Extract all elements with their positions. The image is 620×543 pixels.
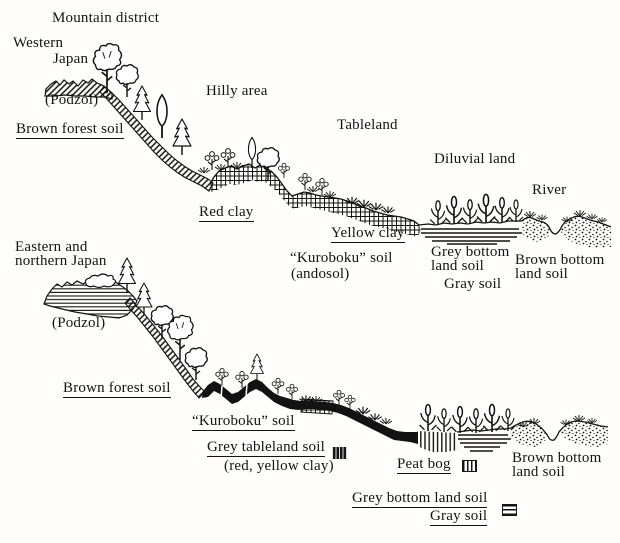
grass-icon xyxy=(596,216,608,223)
label-hilly-area: Hilly area xyxy=(206,83,268,99)
flower-plant-icon xyxy=(344,394,356,410)
reed-icon xyxy=(467,408,485,434)
label-kuroboku-top-line2: (andosol) xyxy=(291,266,350,282)
bottom-vegetation xyxy=(117,257,598,434)
label-mountain-district: Mountain district xyxy=(52,10,160,26)
river-bank-speckle-left xyxy=(511,421,547,447)
grass-icon xyxy=(586,213,598,220)
label-brown-forest-soil-bottom: Brown forest soil xyxy=(63,380,171,398)
flower-plant-icon xyxy=(220,148,236,168)
label-brown-bottom-bottom-line2: land soil xyxy=(512,464,566,480)
reed-icon xyxy=(461,199,479,225)
peat-bog-swatch-icon xyxy=(462,460,477,472)
label-kuroboku-bottom: “Kuroboku” soil xyxy=(192,413,295,431)
label-diluvial-land: Diluvial land xyxy=(434,151,516,167)
label-eastern-northern-line2: northern Japan xyxy=(15,253,107,269)
grey-bottom-land-lines xyxy=(421,228,522,245)
reed-icon xyxy=(418,403,438,432)
reed-icon xyxy=(493,196,511,224)
clay-band-checkered xyxy=(210,164,421,237)
label-kuroboku-top-line1: “Kuroboku” soil xyxy=(290,250,393,266)
flower-plant-icon xyxy=(333,389,345,406)
seedling-icon xyxy=(380,205,396,214)
hillside-slope-hatched xyxy=(99,85,214,192)
label-yellow-clay: Yellow clay xyxy=(331,225,405,243)
kuroboku-black-band xyxy=(202,379,418,444)
top-vegetation xyxy=(92,42,608,226)
gray-soil-swatch-icon xyxy=(502,504,517,516)
label-red-yellow-clay: (red, yellow clay) xyxy=(224,458,334,474)
pine-tree-icon xyxy=(172,118,192,156)
seedling-icon xyxy=(379,417,393,425)
label-peat-bog: Peat bog xyxy=(397,456,451,474)
grass-icon xyxy=(197,166,211,174)
bottom-terrain xyxy=(43,257,609,452)
reed-icon xyxy=(444,195,464,225)
reed-icon xyxy=(429,200,447,226)
label-red-clay: Red clay xyxy=(199,204,254,222)
mountain-ridge-lined xyxy=(43,278,138,319)
label-eastern-northern-line1: Eastern and xyxy=(15,239,88,255)
grass-icon xyxy=(523,210,537,218)
cypress-tree-icon xyxy=(247,136,257,169)
grass-icon xyxy=(536,214,548,221)
grey-bottom-land-lines xyxy=(458,434,511,452)
label-brown-bottom-bottom-line1: Brown bottom xyxy=(512,450,602,466)
grass-icon xyxy=(573,209,587,217)
clay-band-topline xyxy=(209,163,420,226)
label-podzol-top: (Podzol) xyxy=(45,92,99,108)
river-bank-speckle-left xyxy=(521,217,550,242)
flower-plant-icon xyxy=(278,162,290,179)
reed-icon xyxy=(435,408,453,433)
river-bank-speckle-right xyxy=(561,216,611,248)
label-brown-forest-soil-top: Brown forest soil xyxy=(16,121,124,139)
reed-icon xyxy=(482,403,502,433)
river-bank-speckle-right xyxy=(559,421,608,447)
flower-plant-icon xyxy=(286,383,298,400)
label-grey-bottom-top-line1: Grey bottom xyxy=(431,244,510,260)
label-brown-bottom-top-line1: Brown bottom xyxy=(515,252,605,268)
round-tree-icon xyxy=(115,64,139,98)
flower-plant-icon xyxy=(204,151,220,171)
hillside-slope-hatched xyxy=(124,297,206,399)
reed-icon xyxy=(500,408,516,432)
label-river: River xyxy=(532,182,567,198)
pine-tree-icon xyxy=(132,85,152,121)
label-gray-soil-bottom: Gray soil xyxy=(430,508,488,526)
label-western-japan-line1: Western xyxy=(13,35,64,51)
label-gray-soil-top: Gray soil xyxy=(444,276,502,292)
top-terrain xyxy=(44,42,612,248)
reed-icon xyxy=(450,405,470,434)
grey-tableland-soil-swatch-icon xyxy=(332,447,347,459)
flower-plant-icon xyxy=(271,377,285,395)
flower-plant-icon xyxy=(215,367,229,386)
kuroboku-white-ticks xyxy=(220,383,248,400)
label-grey-tableland-soil: Grey tableland soil xyxy=(207,439,325,457)
label-grey-bottom-land-soil: Grey bottom land soil xyxy=(352,490,488,508)
sparse-pine-icon xyxy=(249,353,265,381)
label-podzol-bottom: (Podzol) xyxy=(52,315,106,331)
grey-tableland-patch xyxy=(300,398,334,415)
grass-icon xyxy=(572,414,586,422)
ridge-bush-scribble xyxy=(84,273,117,289)
poplar-tree-icon xyxy=(156,93,168,139)
label-tableland: Tableland xyxy=(337,117,398,133)
reed-icon xyxy=(476,193,496,224)
label-western-japan-line2: Japan xyxy=(53,51,89,67)
grass-icon xyxy=(306,185,320,193)
label-brown-bottom-top-line2: land soil xyxy=(515,266,569,282)
label-grey-bottom-top-line2: land soil xyxy=(431,258,485,274)
reed-icon xyxy=(508,199,524,223)
peat-bog-band xyxy=(416,431,458,452)
mountain-ridge-hatched xyxy=(44,78,113,100)
